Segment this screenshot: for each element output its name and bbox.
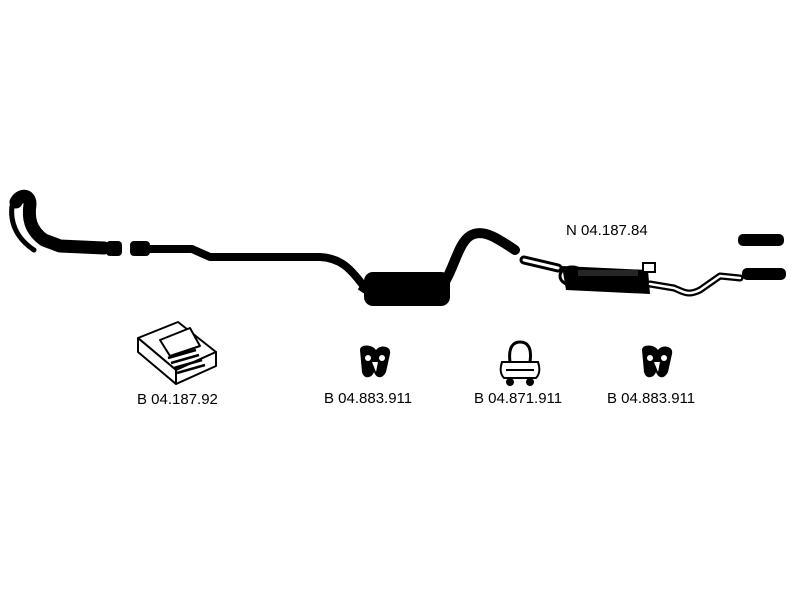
- rubber-hanger-icon: [360, 345, 391, 378]
- rear-silencer-icon: [519, 255, 744, 297]
- tail-pipe-icon: [738, 234, 786, 280]
- mounting-kit-label: B 04.187.92: [137, 391, 218, 408]
- rubber-hanger-right-label: B 04.883.911: [607, 390, 695, 407]
- rubber-hanger-icon: [642, 345, 673, 378]
- clamp-label: B 04.871.911: [474, 390, 562, 407]
- pipe-clamp-icon: [499, 340, 541, 386]
- mounting-kit-box-icon: [137, 321, 217, 385]
- rubber-hanger-left-label: B 04.883.911: [324, 390, 412, 407]
- front-pipe-icon: [9, 189, 366, 288]
- rear-silencer-label: N 04.187.84: [566, 222, 648, 239]
- middle-silencer-icon: [357, 228, 520, 306]
